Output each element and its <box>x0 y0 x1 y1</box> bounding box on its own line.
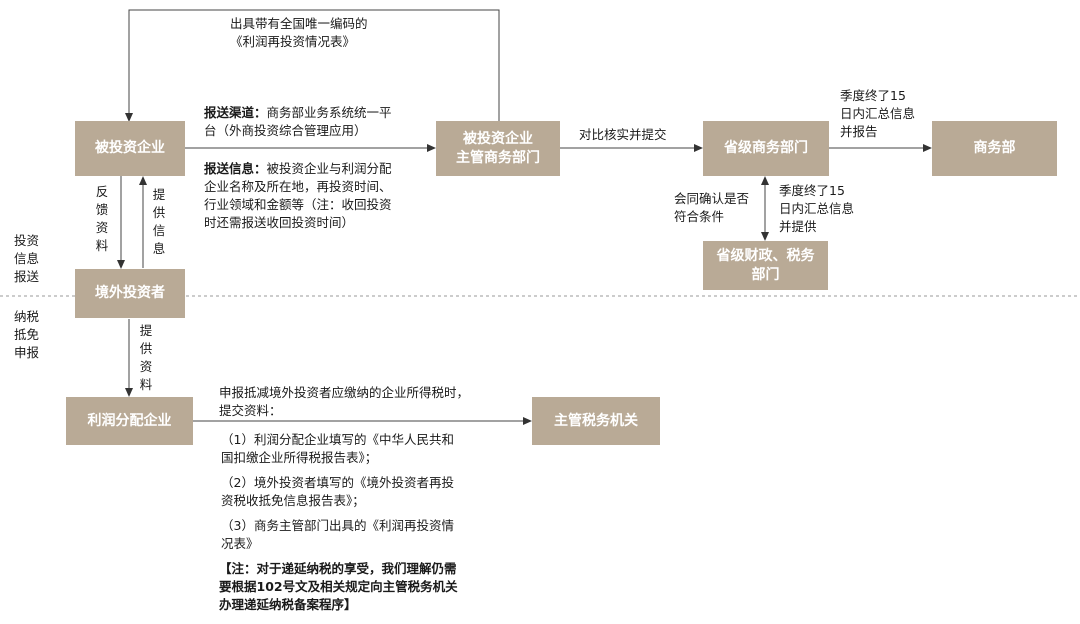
label-note: 【注：对于递延纳税的享受，我们理解仍需 要根据102号文及相关规定向主管税务机关… <box>219 561 458 612</box>
box-tax-authority: 主管税务机关 <box>532 397 660 445</box>
box-label: 被投资企业 主管商务部门 <box>456 130 540 166</box>
label-top-loop: 出具带有全国唯一编码的 《利润再投资情况表》 <box>230 16 368 49</box>
box-label: 利润分配企业 <box>87 412 172 429</box>
info-title: 报送信息： <box>204 161 267 176</box>
label-provide-materials: 提供资料 <box>139 323 153 392</box>
label-info: 报送信息：被投资企业与利润分配 企业名称及所在地，再投资时间、 行业领域和金额等… <box>204 160 392 232</box>
label-item-1: （1）利润分配企业填写的《中华人民共和 国扣缴企业所得税报告表》； <box>221 432 454 465</box>
info-text: 被投资企业与利润分配 企业名称及所在地，再投资时间、 行业领域和金额等（注：收回… <box>204 161 392 230</box>
label-item-3: （3）商务主管部门出具的《利润再投资情 况表》 <box>221 518 454 551</box>
box-invested-commerce-authority: 被投资企业 主管商务部门 <box>436 121 560 176</box>
label-declare-intro: 申报抵减境外投资者应缴纳的企业所得税时， 提交资料： <box>219 385 470 418</box>
box-label: 省级财政、税务 部门 <box>716 247 815 283</box>
label-channel: 报送渠道：商务部业务系统统一平 台（外商投资综合管理应用） <box>204 104 392 140</box>
label-feedback: 反馈资料 <box>95 184 109 253</box>
label-provide-info: 提供信息 <box>152 187 166 256</box>
label-contract-confirm: 会同确认是否 符合条件 <box>674 191 750 224</box>
label-verify-submit: 对比核实并提交 <box>579 127 667 142</box>
box-label: 主管税务机关 <box>554 412 638 429</box>
label-quarter-provide: 季度终了15 日内汇总信息 并提供 <box>779 183 855 234</box>
channel-title: 报送渠道： <box>204 105 267 120</box>
box-provincial-finance-tax: 省级财政、税务 部门 <box>703 241 828 290</box>
box-foreign-investor: 境外投资者 <box>75 269 185 318</box>
box-invested-enterprise: 被投资企业 <box>75 121 185 176</box>
box-profit-distributor: 利润分配企业 <box>66 397 193 445</box>
label-quarter-report: 季度终了15 日内汇总信息 并报告 <box>840 88 916 139</box>
box-provincial-commerce: 省级商务部门 <box>703 121 829 176</box>
section-label-tax: 纳税 抵免 申报 <box>14 309 40 360</box>
label-item-2: （2）境外投资者填写的《境外投资者再投 资税收抵免信息报告表》； <box>221 475 454 508</box>
loop-arrow <box>125 9 500 122</box>
box-mofcom: 商务部 <box>932 121 1057 176</box>
box-label: 商务部 <box>973 140 1016 156</box>
box-label: 省级商务部门 <box>724 140 808 156</box>
channel-text: 商务部业务系统统一平 台（外商投资综合管理应用） <box>204 105 392 138</box>
box-label: 境外投资者 <box>95 285 165 301</box>
box-label: 被投资企业 <box>95 140 165 156</box>
section-label-report: 投资 信息 报送 <box>14 233 40 284</box>
